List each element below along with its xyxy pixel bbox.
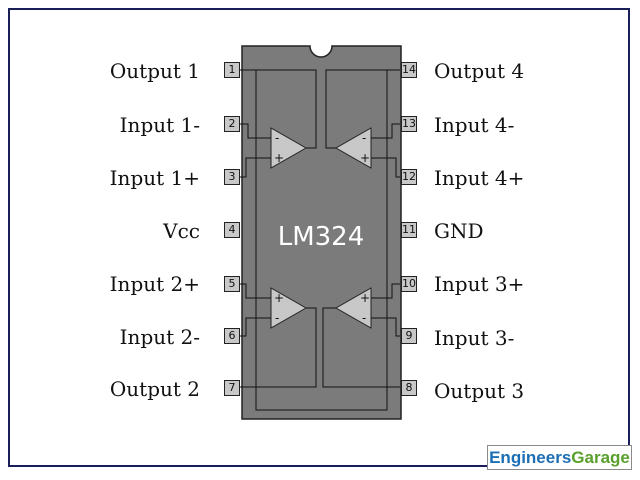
- internal-wiring: [240, 69, 400, 411]
- opamp3-minus: -: [362, 311, 366, 325]
- label-input-2-minus: Input 2-: [119, 325, 200, 349]
- label-input-3-minus: Input 3-: [434, 326, 515, 350]
- opamp-1: [270, 127, 308, 169]
- diagram-frame: [8, 8, 630, 467]
- label-input-2-plus: Input 2+: [109, 272, 200, 296]
- brand-part-2: Garage: [571, 448, 630, 467]
- pin-4: 4: [224, 222, 240, 238]
- opamp1-plus: +: [274, 151, 284, 165]
- pin-11: 11: [401, 222, 417, 238]
- pin-10: 10: [401, 276, 417, 292]
- pin-3: 3: [224, 169, 240, 185]
- label-vcc: Vcc: [163, 219, 200, 243]
- label-output-2: Output 2: [109, 377, 200, 401]
- label-input-1-minus: Input 1-: [119, 113, 200, 137]
- label-input-1-plus: Input 1+: [109, 166, 200, 190]
- label-input-4-plus: Input 4+: [434, 166, 525, 190]
- label-output-3: Output 3: [434, 379, 525, 403]
- pin-14: 14: [401, 62, 417, 78]
- label-input-4-minus: Input 4-: [434, 113, 515, 137]
- label-output-1: Output 1: [109, 59, 200, 83]
- opamp2-minus: -: [275, 311, 279, 325]
- opamp-4: [334, 127, 372, 169]
- brand-part-1: Engineers: [489, 448, 572, 467]
- pin-9: 9: [401, 328, 417, 344]
- opamp4-plus: +: [360, 151, 370, 165]
- label-gnd: GND: [434, 219, 484, 243]
- label-input-3-plus: Input 3+: [434, 272, 525, 296]
- opamp2-plus: +: [274, 291, 284, 305]
- chip-title: LM324: [277, 222, 365, 252]
- pin-12: 12: [401, 169, 417, 185]
- pin-7: 7: [224, 380, 240, 396]
- opamp-3: [334, 287, 372, 329]
- pin-5: 5: [224, 276, 240, 292]
- engineersgarage-logo: EngineersGarage: [487, 445, 632, 470]
- opamp4-minus: -: [362, 131, 366, 145]
- label-output-4: Output 4: [434, 59, 525, 83]
- pin-6: 6: [224, 328, 240, 344]
- pin-13: 13: [401, 116, 417, 132]
- pin-1: 1: [224, 62, 240, 78]
- opamp3-plus: +: [360, 291, 370, 305]
- opamp1-minus: -: [275, 131, 279, 145]
- pin-8: 8: [401, 380, 417, 396]
- pin-2: 2: [224, 116, 240, 132]
- opamp-2: [270, 287, 308, 329]
